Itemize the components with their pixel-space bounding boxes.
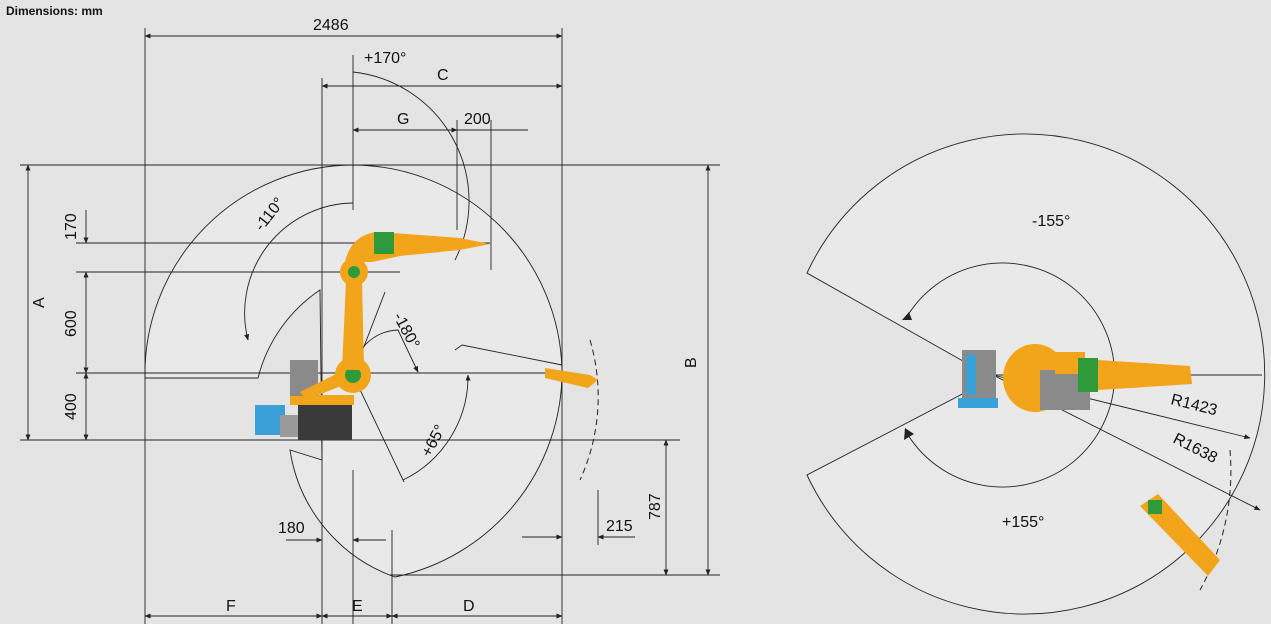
envelope-notch xyxy=(454,344,563,366)
robot-top-rotated-arm xyxy=(1140,494,1220,576)
dim-215-label: 215 xyxy=(606,518,633,535)
angle-plus155-label: +155° xyxy=(1002,514,1044,531)
dim-180-label: 180 xyxy=(278,520,305,537)
arc-plus170 xyxy=(352,71,470,261)
angle-plus170-label: +170° xyxy=(364,50,406,67)
envelope-dashed-arc xyxy=(579,339,599,481)
side-view: 2486 C G 200 F E D 180 215 A B 170 600 4… xyxy=(20,17,720,624)
dimensions-title: Dimensions: mm xyxy=(6,4,103,18)
dim-d-label: D xyxy=(463,598,475,615)
arc-minus110 xyxy=(244,202,354,341)
top-dashed-arc xyxy=(1199,449,1232,591)
angle-minus155-label: -155° xyxy=(1032,213,1070,230)
dim-400-label: 400 xyxy=(63,393,80,420)
robot-side-illustration xyxy=(255,232,598,440)
robot-top-arm xyxy=(1098,360,1192,390)
robot-extended-wrist xyxy=(545,368,598,388)
dim-g-label: G xyxy=(397,111,409,128)
dim-a-label: A xyxy=(31,297,48,308)
top-view: R1423 R1638 -155° +155° xyxy=(806,133,1266,615)
arc-plus65 xyxy=(402,374,471,481)
dim-f-label: F xyxy=(226,598,236,615)
dim-b-label: B xyxy=(683,357,700,368)
robot-top-illustration xyxy=(958,344,1220,576)
arm-line-plus65 xyxy=(352,374,405,483)
robot-lower-arm xyxy=(342,280,364,370)
dim-e-label: E xyxy=(352,598,363,615)
dim-787-label: 787 xyxy=(647,493,664,520)
dim-200-label: 200 xyxy=(464,111,491,128)
dim-overall-label: 2486 xyxy=(313,17,349,34)
dim-170-label: 170 xyxy=(63,213,80,240)
dim-c-label: C xyxy=(437,67,449,84)
dim-600-label: 600 xyxy=(63,310,80,337)
